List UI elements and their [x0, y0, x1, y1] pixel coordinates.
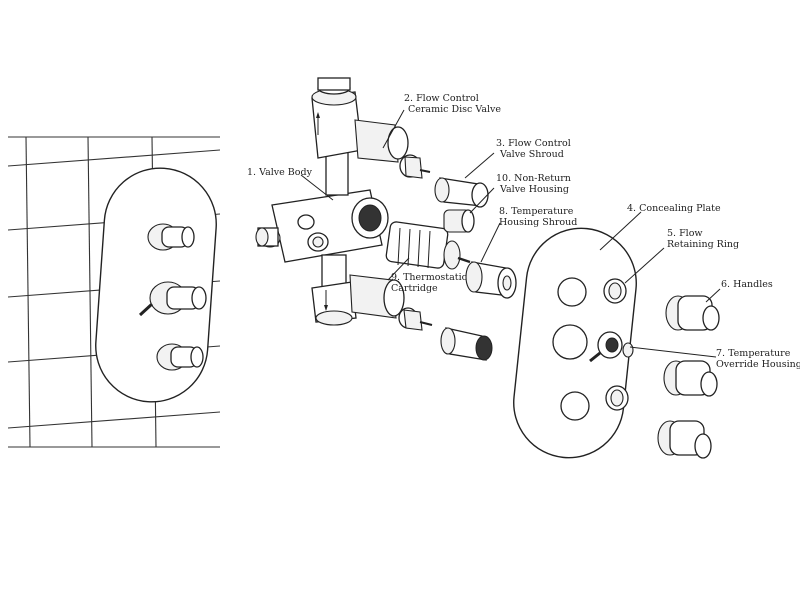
leader-lines: [300, 109, 721, 358]
flow-control-ceramic-disc-valve-part: [399, 154, 431, 179]
handle-top: [665, 295, 720, 331]
lower-valve-parts: [398, 307, 493, 361]
temperature-housing-shroud-part: [465, 261, 517, 299]
installed-handle-bottom: [156, 343, 204, 371]
label-flow-control-ceramic-disc-valve: 2. Flow Control Ceramic Disc Valve: [404, 93, 501, 115]
handle-middle: [663, 360, 718, 397]
non-return-valve-housing-part: [443, 209, 475, 233]
wall-tiles: [8, 137, 220, 447]
label-non-return-valve-housing: 10. Non-Return Valve Housing: [496, 173, 574, 195]
label-handles: 6. Handles: [721, 279, 773, 290]
part-labels: 1. Valve Body 2. Flow Control Ceramic Di…: [247, 93, 800, 370]
label-flow-retaining-ring: 5. Flow Retaining Ring: [667, 228, 739, 250]
valve-body-assembly: [255, 77, 471, 326]
label-temperature-override-housing: 7. Temperature Override Housing: [716, 348, 800, 370]
installed-handle-middle: [138, 281, 207, 317]
label-thermostatic-cartridge: 9. Thermostatic Cartridge: [391, 272, 470, 294]
installed-concealing-plate: [95, 167, 217, 403]
label-valve-body: 1. Valve Body: [247, 167, 313, 178]
flow-control-valve-shroud-part: [434, 177, 489, 208]
flow-retaining-rings: [603, 278, 629, 411]
label-flow-control-valve-shroud: 3. Flow Control Valve Shroud: [496, 138, 574, 160]
label-concealing-plate: 4. Concealing Plate: [627, 203, 721, 214]
label-temperature-housing-shroud: 8. Temperature Housing Shroud: [499, 206, 577, 228]
installed-view: [8, 136, 220, 448]
temperature-override-housing-part: [589, 331, 634, 363]
installed-handle-top: [147, 223, 195, 251]
handle-bottom: [657, 420, 712, 459]
